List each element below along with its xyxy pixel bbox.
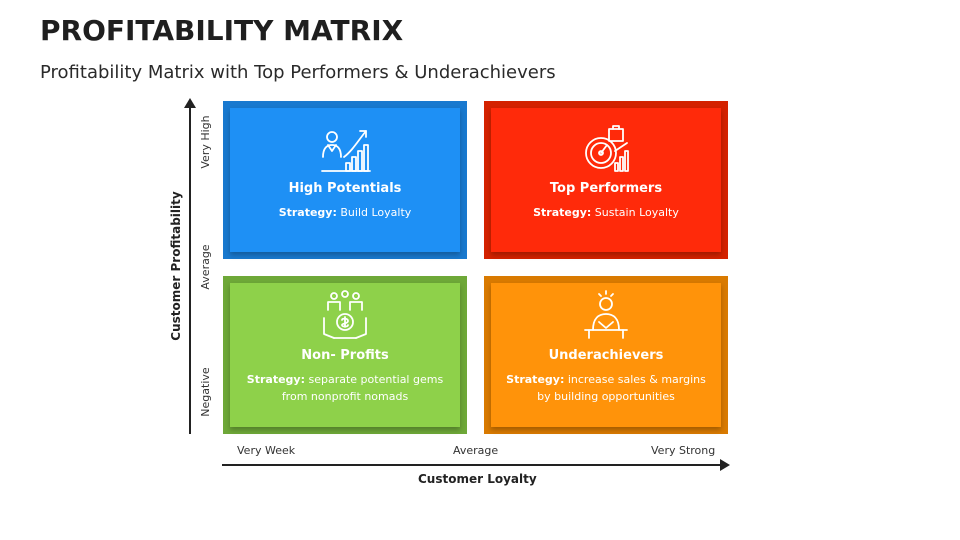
quadrant-content: Underachievers Strategy: increase sales … — [484, 290, 728, 405]
quadrant-name: High Potentials — [288, 181, 402, 196]
performance-gauge-icon — [585, 125, 629, 172]
y-axis-line — [189, 104, 191, 434]
quadrant-strategy: Strategy: Sustain Loyalty — [484, 204, 728, 221]
quadrant-strategy: Strategy: Build Loyalty — [223, 204, 467, 221]
strategy-prefix: Strategy: — [278, 206, 337, 219]
strategy-prefix: Strategy: — [533, 206, 592, 219]
quadrant-name: Underachievers — [548, 348, 664, 363]
quadrant-name: Non- Profits — [301, 348, 389, 363]
quadrant-strategy: Strategy: separate potential gems from n… — [223, 371, 467, 405]
quadrant-face — [230, 108, 460, 252]
quadrant-high-potentials: High Potentials Strategy: Build Loyalty — [223, 101, 467, 259]
page-title: PROFITABILITY MATRIX — [40, 14, 404, 47]
growth-person-icon — [321, 130, 371, 172]
y-axis-arrow-icon — [184, 98, 196, 108]
quadrant-strategy: Strategy: increase sales & margins by bu… — [484, 371, 728, 405]
money-hands-icon — [323, 290, 367, 339]
thinking-person-icon — [584, 290, 628, 339]
x-tick-very-week: Very Week — [237, 444, 296, 457]
quadrant-content: High Potentials Strategy: Build Loyalty — [223, 123, 467, 221]
y-axis-label: Customer Profitability — [169, 191, 183, 341]
quadrant-content: Non- Profits Strategy: separate potentia… — [223, 290, 467, 405]
y-tick-negative: Negative — [199, 367, 212, 417]
quadrant-underachievers: Underachievers Strategy: increase sales … — [484, 276, 728, 434]
quadrant-face — [230, 283, 460, 427]
x-tick-very-strong: Very Strong — [651, 444, 716, 457]
strategy-text: Sustain Loyalty — [591, 206, 679, 219]
strategy-prefix: Strategy: — [506, 373, 565, 386]
x-axis-arrow-icon — [720, 459, 730, 471]
strategy-text: Build Loyalty — [336, 206, 412, 219]
quadrant-non-profits: Non- Profits Strategy: separate potentia… — [223, 276, 467, 434]
x-axis-label: Customer Loyalty — [418, 472, 537, 486]
y-tick-very-high: Very High — [199, 115, 212, 169]
quadrant-content: Top Performers Strategy: Sustain Loyalty — [484, 123, 728, 221]
strategy-text: increase sales & margins by building opp… — [537, 373, 706, 403]
strategy-text: separate potential gems from nonprofit n… — [281, 373, 444, 403]
page-subtitle: Profitability Matrix with Top Performers… — [40, 62, 556, 83]
x-axis-line — [222, 464, 722, 466]
x-tick-average: Average — [453, 444, 499, 457]
quadrant-name: Top Performers — [549, 181, 663, 196]
quadrant-face — [491, 283, 721, 427]
quadrant-face — [491, 108, 721, 252]
strategy-prefix: Strategy: — [246, 373, 305, 386]
quadrant-top-performers: Top Performers Strategy: Sustain Loyalty — [484, 101, 728, 259]
y-tick-average: Average — [199, 244, 212, 290]
